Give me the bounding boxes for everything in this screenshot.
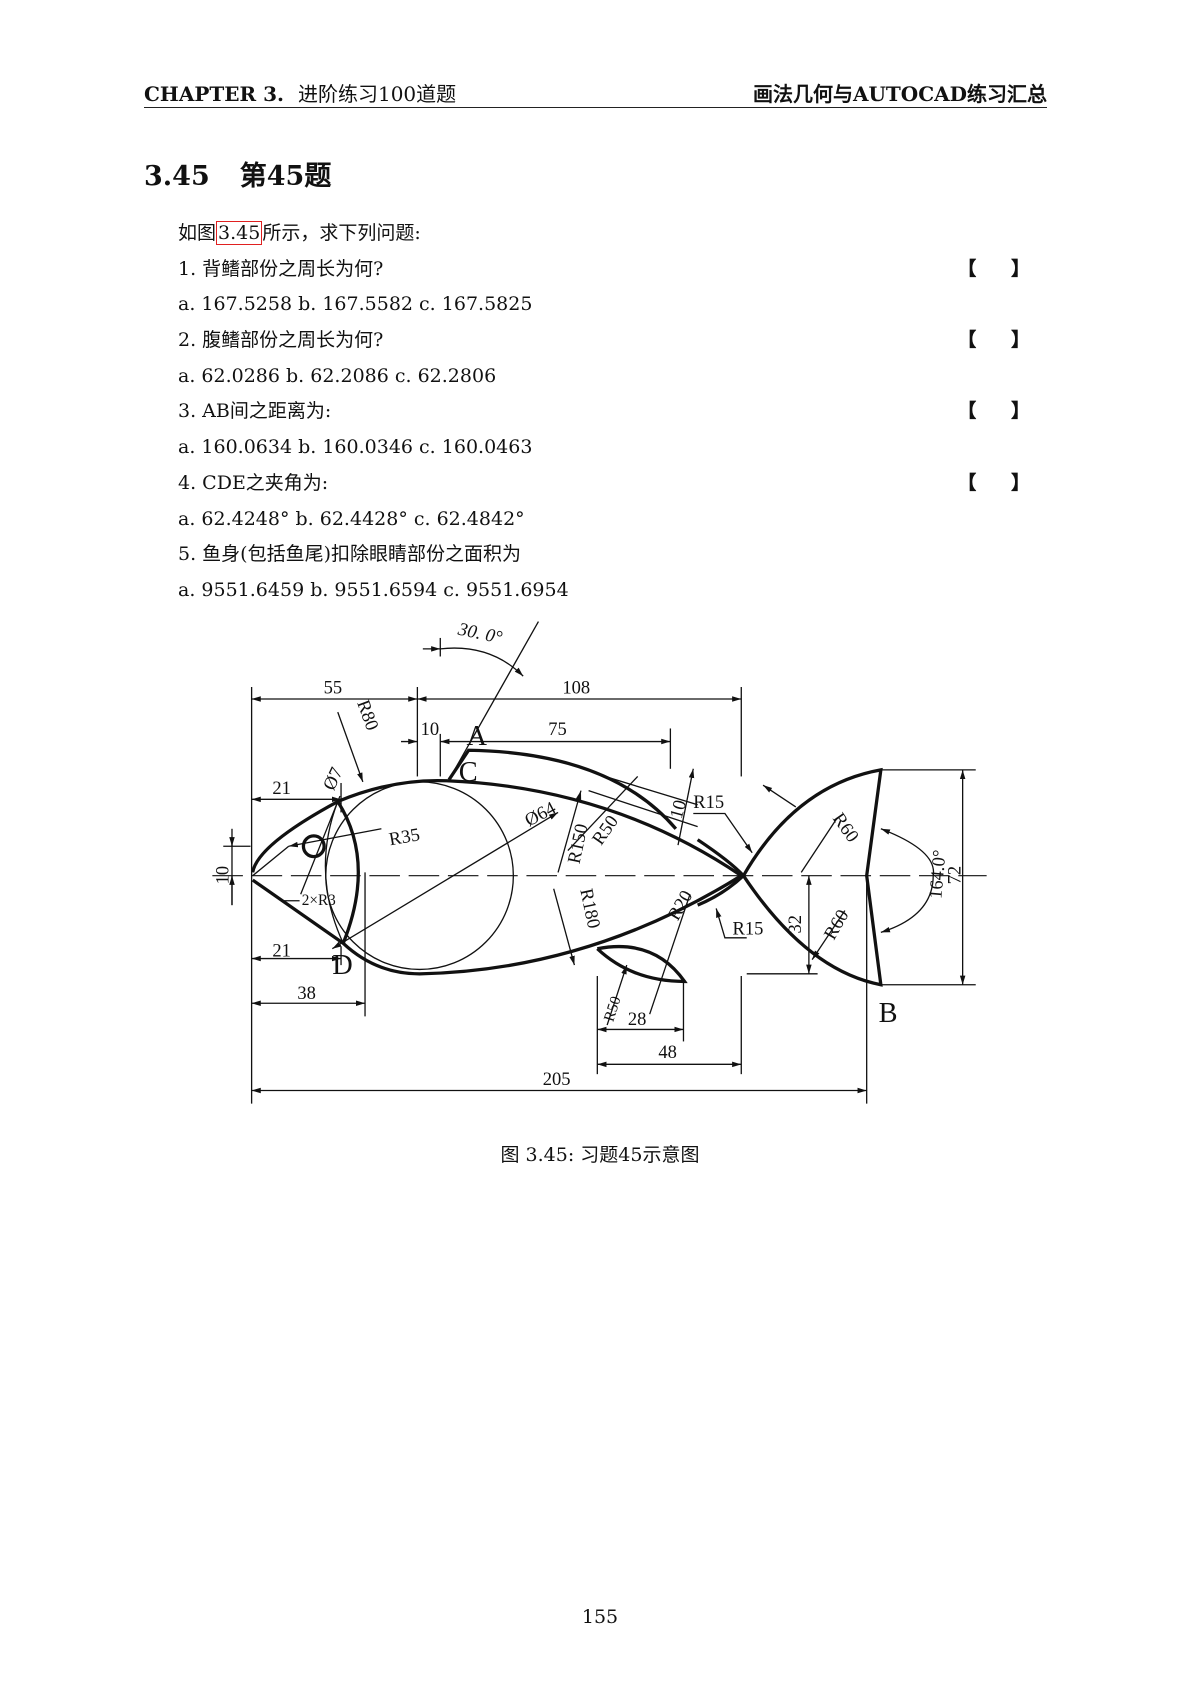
question-4: 4. CDE之夹角为: 【 】 bbox=[178, 466, 1048, 502]
answer-bracket: 【 】 bbox=[957, 471, 1044, 494]
question-3: 3. AB间之距离为: 【 】 bbox=[178, 394, 1048, 430]
dim-48: 48 bbox=[658, 1042, 677, 1063]
dim-r50-top: R50 bbox=[588, 812, 623, 849]
question-text: 5. 鱼身(包括鱼尾)扣除眼睛部份之面积为 bbox=[178, 543, 521, 566]
dim-r15-bottom: R15 bbox=[733, 919, 764, 940]
dim-r60-top: R60 bbox=[828, 809, 863, 846]
point-a: A bbox=[466, 721, 487, 752]
running-header-right: 画法几何与AUTOCAD练习汇总 bbox=[752, 82, 1047, 106]
question-text: 1. 背鳍部份之周长为何? bbox=[178, 257, 384, 280]
figure-caption: 图 3.45: 习题45示意图 bbox=[500, 1144, 700, 1166]
dim-10-left: 10 bbox=[213, 866, 234, 885]
dim-r180: R180 bbox=[575, 887, 604, 931]
section-heading: 3.45 第45题 bbox=[144, 154, 331, 193]
question-2: 2. 腹鳍部份之周长为何? 【 】 bbox=[178, 323, 1048, 359]
question-text: 2. 腹鳍部份之周长为何? bbox=[178, 329, 384, 352]
dim-72: 72 bbox=[944, 866, 965, 885]
dim-10-top: 10 bbox=[421, 719, 440, 740]
dim-phi64: Ø64 bbox=[521, 798, 559, 832]
intro-suffix: 所示，求下列问题: bbox=[262, 222, 421, 244]
answer-bracket: 【 】 bbox=[957, 329, 1044, 352]
dim-75: 75 bbox=[548, 719, 567, 740]
dim-21-top: 21 bbox=[272, 778, 291, 799]
dim-r50-bottom: R50 bbox=[601, 994, 625, 1024]
dim-10-fin: 10 bbox=[666, 798, 691, 821]
dim-phi7: Ø7 bbox=[319, 764, 348, 793]
dim-r20: R20 bbox=[664, 887, 698, 924]
angle-164-label: 164.0° bbox=[925, 849, 950, 900]
dim-205: 205 bbox=[543, 1069, 571, 1090]
question-text: 3. AB间之距离为: bbox=[178, 400, 332, 423]
dim-108: 108 bbox=[562, 678, 590, 699]
page-number: 155 bbox=[581, 1606, 619, 1628]
point-d: D bbox=[332, 950, 352, 981]
question-5: 5. 鱼身(包括鱼尾)扣除眼睛部份之面积为 bbox=[178, 537, 1048, 573]
dim-32: 32 bbox=[785, 915, 806, 934]
section-number: 3.45 bbox=[144, 161, 210, 192]
section-title: 第45题 bbox=[239, 161, 332, 192]
options-1: a. 167.5258 b. 167.5582 c. 167.5825 bbox=[178, 293, 533, 316]
options-5: a. 9551.6459 b. 9551.6594 c. 9551.6954 bbox=[178, 578, 569, 601]
point-b: B bbox=[879, 998, 898, 1029]
point-c: C bbox=[459, 757, 478, 788]
chapter-title: 进阶练习100道题 bbox=[297, 82, 457, 106]
dim-2xr3: 2×R3 bbox=[302, 892, 336, 909]
dim-r15-top: R15 bbox=[693, 792, 724, 813]
dim-21-bottom: 21 bbox=[272, 940, 291, 961]
dim-r150: R150 bbox=[564, 822, 593, 866]
angle-30-label: 30. 0° bbox=[455, 619, 504, 649]
intro-prefix: 如图 bbox=[178, 222, 217, 244]
options-2: a. 62.0286 b. 62.2086 c. 62.2806 bbox=[178, 364, 497, 387]
figure-ref-link[interactable]: 3.45 bbox=[216, 221, 263, 245]
header-rule bbox=[144, 107, 1047, 108]
dim-28: 28 bbox=[628, 1009, 647, 1030]
dim-55: 55 bbox=[324, 678, 343, 699]
chapter-label: CHAPTER 3. bbox=[144, 82, 284, 106]
construction-lines bbox=[223, 621, 976, 1104]
fish-drawing: 30. 0° 55 108 R80 10 75 A C 21 Ø7 R35 Ø6… bbox=[212, 619, 987, 1104]
options-3: a. 160.0634 b. 160.0346 c. 160.0463 bbox=[178, 436, 533, 459]
question-1: 1. 背鳍部份之周长为何? 【 】 bbox=[178, 252, 1048, 288]
question-text: 4. CDE之夹角为: bbox=[178, 471, 329, 494]
dim-r60-bottom: R60 bbox=[820, 906, 854, 943]
dim-r35: R35 bbox=[387, 824, 421, 850]
answer-bracket: 【 】 bbox=[957, 400, 1044, 423]
running-header-left: CHAPTER 3. 进阶练习100道题 bbox=[144, 78, 456, 107]
dim-r80: R80 bbox=[352, 697, 382, 733]
dim-38: 38 bbox=[297, 983, 316, 1004]
answer-bracket: 【 】 bbox=[957, 257, 1044, 280]
options-4: a. 62.4248° b. 62.4428° c. 62.4842° bbox=[178, 507, 525, 530]
